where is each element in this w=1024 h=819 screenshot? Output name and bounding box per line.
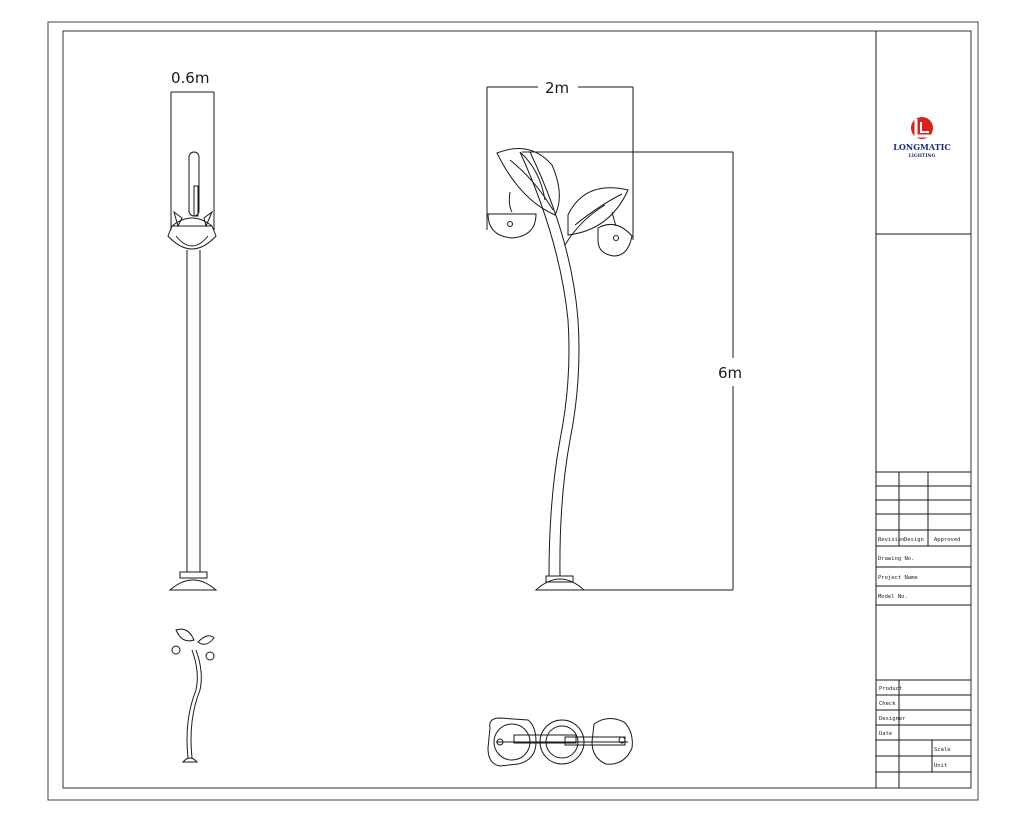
front-base-dome [534,578,586,591]
tb-label-approved: Approved [934,537,961,543]
thumb-base [181,757,199,763]
tb-field-model-no: Model No. [878,594,908,600]
thumb-stem-right [190,649,202,759]
thumb-stem-left [186,649,198,759]
top-arm-left [513,734,577,744]
tb-row-designer: Designer [879,716,906,722]
thumb-leaf-left [175,628,195,642]
lamp-bowl-inner [175,235,209,247]
fruit-left-dot [507,221,513,227]
dim-label-height: 6m [718,364,742,382]
logo-letter-l [914,119,930,138]
fruit-right-dot [613,235,619,241]
tb-row-date: Date [879,731,892,737]
thumb-leaf-right [197,635,215,645]
base-collar [179,571,208,579]
logo-brand-name: LONGMATIC [893,142,950,152]
leaf-right [567,187,629,236]
top-fruit-right [591,718,633,765]
top-view [487,717,633,767]
top-dot-right [618,736,626,744]
fruit-left [487,213,537,239]
tb-field-drawing-no: Drawing No. [878,556,914,562]
leaf-left [496,148,560,216]
fruit-left-stem [508,191,513,213]
tb-label-design: Design [904,537,924,543]
trunk-left-edge [519,151,570,577]
company-logo: LONGMATIC LIGHTING [893,117,951,159]
logo-letter-l-inner [920,122,929,133]
thumbnail-view [171,628,215,763]
logo-brand-subtitle: LIGHTING [909,153,936,159]
tb-label-scale: Scale [934,747,951,753]
base-dome [168,579,218,591]
leaf-tip-right [203,210,214,228]
front-base-collar [545,575,574,583]
leaf-right-vein [574,193,623,226]
side-view: 0.6m [167,69,218,591]
thumb-fruit-right [205,651,215,661]
outer-border [47,21,979,801]
leaf-tip-left [173,210,183,228]
lamp-stem [193,185,199,217]
fruit-right-stem [611,211,617,227]
top-arm-right [564,736,626,746]
dim-label-canopy: 2m [545,79,569,97]
tb-row-check: Check [879,701,896,707]
front-view: 2m 6m [486,79,742,591]
fruit-right [597,223,633,257]
title-block: Revision Design Approved Drawing No. Pro… [876,233,971,788]
lamp-bowl [167,217,217,250]
inner-frame [62,30,972,789]
top-dot-left [496,738,504,746]
trunk-right-edge [529,151,580,577]
tb-row-product: Product [879,686,902,692]
leaf-left-inner [519,151,546,201]
dim-label-width: 0.6m [171,69,209,87]
tb-label-revision: Revision [878,537,905,543]
tb-field-project-name: Project Name [878,575,918,581]
branch-right [564,204,606,246]
leaf-left-vein [509,159,554,211]
tb-label-unit: Unit [934,763,947,769]
thumb-fruit-left [171,645,181,655]
